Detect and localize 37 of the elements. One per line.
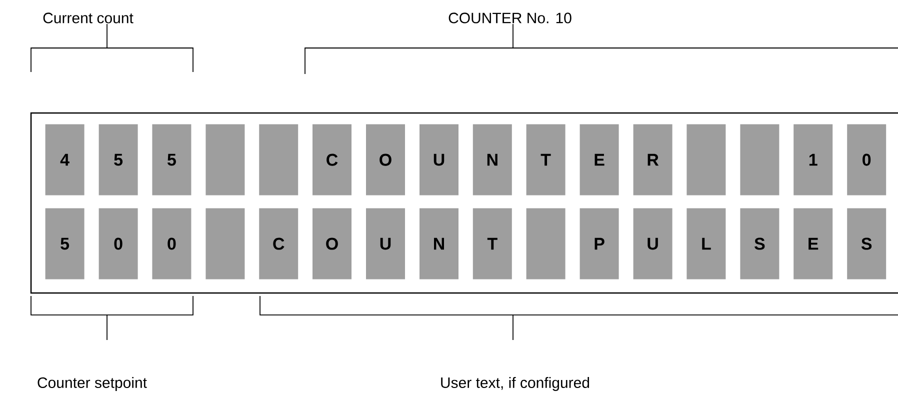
blank-cell — [686, 124, 726, 196]
blank-cell — [526, 208, 566, 280]
display-cell: E — [580, 124, 619, 196]
display-cell: S — [847, 208, 886, 280]
annotation-label: COUNTER No. 10 — [448, 12, 572, 24]
display-cell: E — [794, 208, 833, 280]
display-cell: T — [472, 208, 512, 280]
display-cell: 1 — [794, 124, 833, 196]
annotation-label: Current count — [43, 12, 134, 24]
display-cell: R — [633, 124, 672, 196]
blank-cell — [259, 124, 298, 196]
display-cell: C — [259, 208, 298, 280]
blank-cell — [740, 124, 780, 196]
display-frame — [30, 112, 898, 294]
display-cell: L — [686, 208, 726, 280]
display-cell: U — [366, 208, 405, 280]
display-cell: T — [526, 124, 566, 196]
display-cell: 0 — [847, 124, 886, 196]
annotation-label: Counter setpoint — [38, 377, 147, 391]
display-cell: C — [312, 124, 352, 196]
display-cell: U — [633, 208, 672, 280]
display-cell: 0 — [152, 208, 192, 280]
display-cell: 5 — [152, 124, 192, 196]
annotation-label: User text, if configured — [441, 377, 590, 391]
display-cell: O — [366, 124, 405, 196]
display-cell: 4 — [45, 124, 84, 196]
display-cell: O — [312, 208, 352, 280]
display-cell: N — [420, 208, 458, 280]
display-cell: U — [420, 124, 458, 196]
display-cell: N — [472, 124, 512, 196]
display-cell: 0 — [98, 208, 138, 280]
blank-cell — [206, 124, 245, 196]
display-cell: S — [740, 208, 780, 280]
blank-cell — [206, 208, 245, 280]
display-cell: P — [580, 208, 619, 280]
display-cell: 5 — [45, 208, 84, 280]
display-cell: 5 — [98, 124, 138, 196]
